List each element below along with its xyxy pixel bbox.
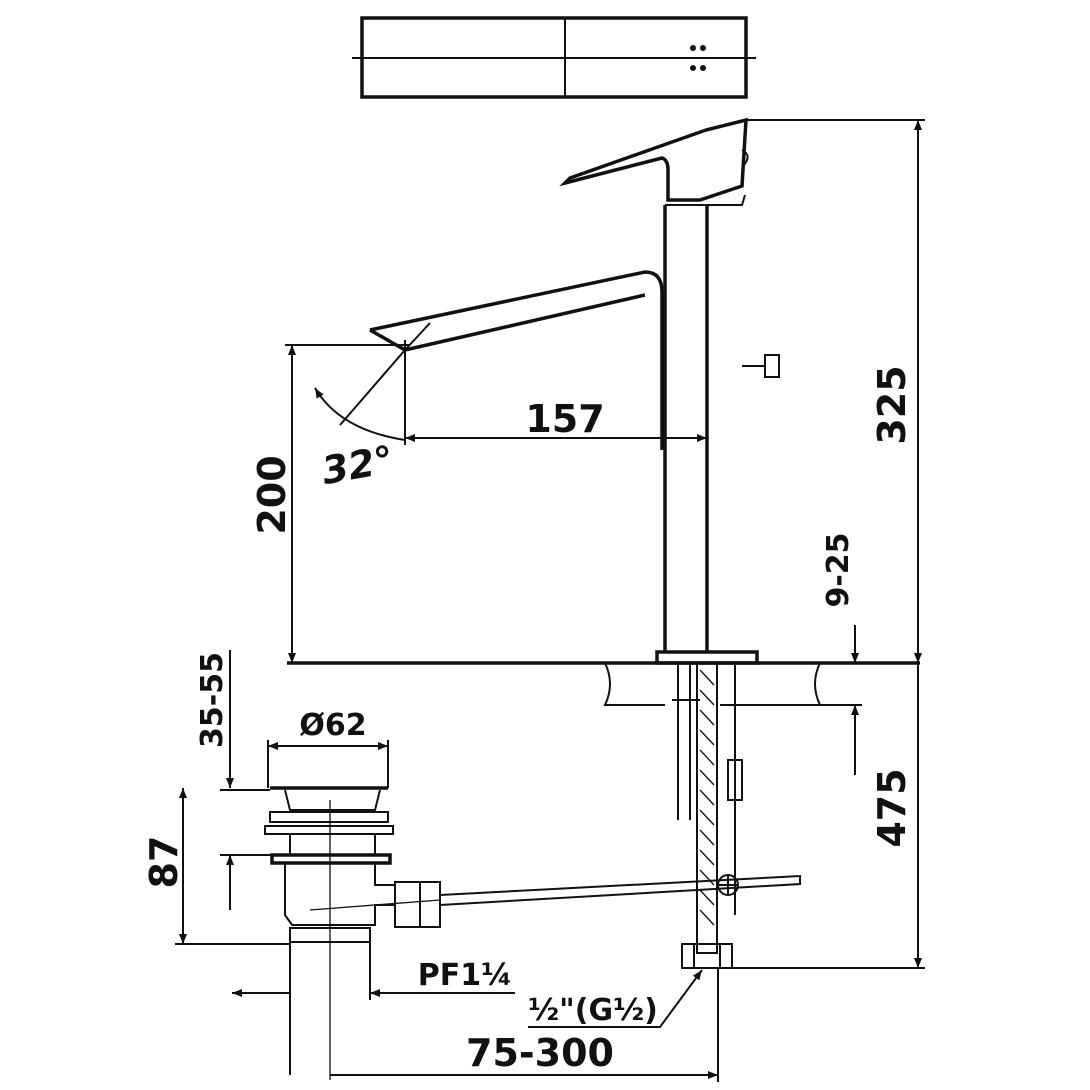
dimension-waste-height: 87	[142, 836, 186, 889]
pop-up-waste	[264, 786, 441, 1080]
dimension-waste-distance: 75-300	[466, 1031, 614, 1075]
top-view	[352, 16, 756, 99]
dimension-waste-diameter: Ø62	[299, 708, 366, 743]
faucet-side-view	[287, 117, 920, 969]
dimension-waste-thread: PF1¼	[418, 958, 512, 993]
dimension-supply-thread: ½"(G½)	[528, 993, 658, 1028]
dimension-total-height: 325	[870, 365, 914, 444]
dimension-below-counter: 475	[870, 768, 914, 847]
dimension-counter-thickness: 9-25	[821, 532, 856, 607]
dimension-spout-height: 200	[250, 455, 294, 534]
dimension-spout-angle: 32°	[319, 437, 397, 493]
dimension-waste-range: 35-55	[195, 652, 230, 748]
dimension-spout-reach: 157	[525, 397, 604, 441]
dimension-lines	[175, 119, 925, 1082]
